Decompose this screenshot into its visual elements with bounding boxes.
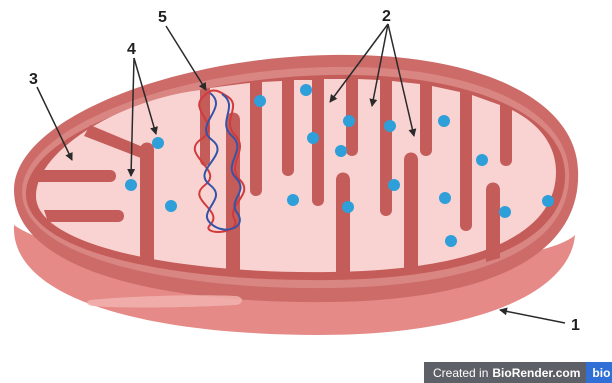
crista-bottom-5 — [486, 183, 500, 263]
ribosome-dot — [342, 201, 354, 213]
watermark-brand: BioRender.com — [492, 366, 580, 380]
biorender-logo-icon: bio — [586, 362, 612, 383]
ribosome-dot — [388, 179, 400, 191]
leader-line-1 — [500, 310, 565, 323]
ribosome-dot — [300, 84, 312, 96]
crista-bottom-4 — [404, 153, 418, 272]
ribosome-dot — [343, 115, 355, 127]
ribosome-dot — [542, 195, 554, 207]
ribosome-dot — [445, 235, 457, 247]
ribosome-dot — [335, 145, 347, 157]
crista-left-1 — [38, 170, 116, 182]
watermark-logo-text: bio — [592, 366, 610, 380]
label-cristae: 2 — [382, 8, 391, 25]
label-ribosomes: 4 — [127, 41, 136, 58]
ribosome-dot — [438, 115, 450, 127]
ribosome-dot — [476, 154, 488, 166]
label-outer-membrane: 1 — [571, 317, 580, 334]
ribosome-dot — [307, 132, 319, 144]
crista-bottom-1 — [140, 143, 154, 266]
ribosome-dot — [287, 194, 299, 206]
label-dna: 5 — [158, 9, 167, 26]
crista-bottom-3 — [336, 173, 350, 273]
ribosome-dot — [254, 95, 266, 107]
ribosome-dot — [499, 206, 511, 218]
ribosome-dot — [125, 179, 137, 191]
biorender-watermark[interactable]: Created in BioRender.com bio — [424, 362, 612, 383]
crista-left-2 — [44, 210, 124, 222]
label-inner-membrane: 3 — [29, 71, 38, 88]
watermark-prefix: Created in — [433, 366, 488, 380]
ribosome-dot — [152, 137, 164, 149]
watermark-text: Created in BioRender.com — [424, 362, 586, 383]
ribosome-dot — [384, 120, 396, 132]
ribosome-dot — [165, 200, 177, 212]
ribosome-dot — [439, 192, 451, 204]
